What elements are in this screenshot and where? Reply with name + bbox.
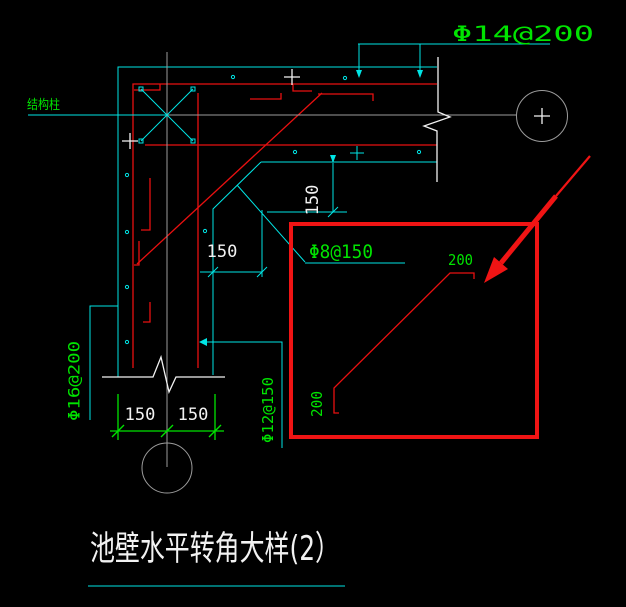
bar-dot: [124, 284, 130, 290]
bar-dot: [124, 339, 130, 345]
outer-wall-corner-line: [117, 66, 437, 377]
haunch-width-dim-line: [200, 210, 263, 277]
detail-bottom-hook-label: 200: [308, 391, 326, 417]
wall-outline-lines: [117, 66, 437, 377]
diagonal-bar-detail: [333, 272, 475, 414]
dim-tick: [207, 266, 219, 278]
rebar-lines: [132, 83, 437, 368]
section-plus-icon: [350, 146, 364, 160]
left-inner-bar-callout-label: Φ12@150: [259, 377, 277, 443]
dim-tick: [208, 424, 222, 438]
left-outer-bar-leader: [89, 305, 118, 420]
bar-dot: [292, 149, 298, 155]
haunch-dimensions: [200, 155, 347, 278]
pointer-arrowhead-icon: [484, 257, 508, 283]
column-node-marker: [138, 86, 144, 92]
rebar-hook-marks: [134, 84, 374, 323]
wall-thickness-dimension: [110, 394, 224, 440]
wall-half-left-dim-text: 150: [125, 405, 156, 425]
leader-arrowhead: [199, 338, 207, 346]
annotations: Φ14@200 结构柱 Φ8@150 200 200 Φ16@200 Φ12@1…: [27, 22, 594, 443]
detail-top-hook-label: 200: [448, 251, 473, 269]
left-wall-inner-face-and-haunch-line: [212, 161, 262, 375]
centerlines: [141, 52, 568, 494]
bar-dot: [230, 74, 236, 80]
axis-bubble-cross-icon: [534, 108, 550, 124]
bar-dot: [202, 228, 208, 234]
rebar-section-markers: [124, 74, 422, 345]
column-node-marker: [190, 138, 196, 144]
outer-corner-rebar-line: [132, 83, 437, 368]
top-bar-leader: [358, 43, 550, 76]
bottom-wall-break-line: [102, 354, 225, 394]
dim-arrowhead: [330, 155, 336, 163]
haunch-height-dim-text: 150: [303, 185, 323, 216]
top-bar-callout-label: Φ14@200: [452, 22, 594, 46]
leader-lines: [28, 43, 550, 448]
page-title: 池壁水平转角大样(2）: [90, 529, 340, 569]
haunch-bar-leader: [236, 184, 405, 264]
axis-bubble-right: [516, 90, 568, 142]
leader-arrowhead: [356, 70, 362, 78]
structural-column-label: 结构柱: [27, 98, 60, 113]
highlight-detail: [289, 155, 591, 439]
left-outer-bar-callout-label: Φ16@200: [65, 341, 84, 421]
right-wall-break-line: [422, 57, 452, 182]
haunch-width-dim-text: 150: [207, 242, 238, 262]
structural-column-cross: [138, 86, 196, 144]
dim-tick: [160, 424, 174, 438]
axis-bubble-bottom: [141, 442, 193, 494]
haunch-bar-callout-label: Φ8@150: [309, 241, 373, 263]
pointer-arrow-shaft: [555, 155, 591, 197]
column-node-marker: [138, 138, 144, 144]
break-symbols: [102, 57, 452, 394]
pointer-arrow-shaft: [499, 194, 558, 265]
bar-dot: [342, 75, 348, 81]
reference-plus-icon: [122, 69, 300, 149]
highlight-box: [289, 222, 539, 439]
left-inner-bar-leader: [200, 341, 283, 448]
bar-dot: [124, 229, 130, 235]
dim-tick: [111, 424, 125, 438]
bar-dot: [124, 172, 130, 178]
bar-dot: [416, 149, 422, 155]
wall-half-right-dim-text: 150: [178, 405, 209, 425]
corner-diagonal-rebar-line: [136, 92, 323, 265]
column-node-marker: [190, 86, 196, 92]
drawing-title: 池壁水平转角大样(2）: [88, 529, 345, 587]
dim-tick: [256, 266, 268, 278]
dim-tick: [327, 206, 339, 218]
leader-arrowhead: [417, 70, 423, 78]
